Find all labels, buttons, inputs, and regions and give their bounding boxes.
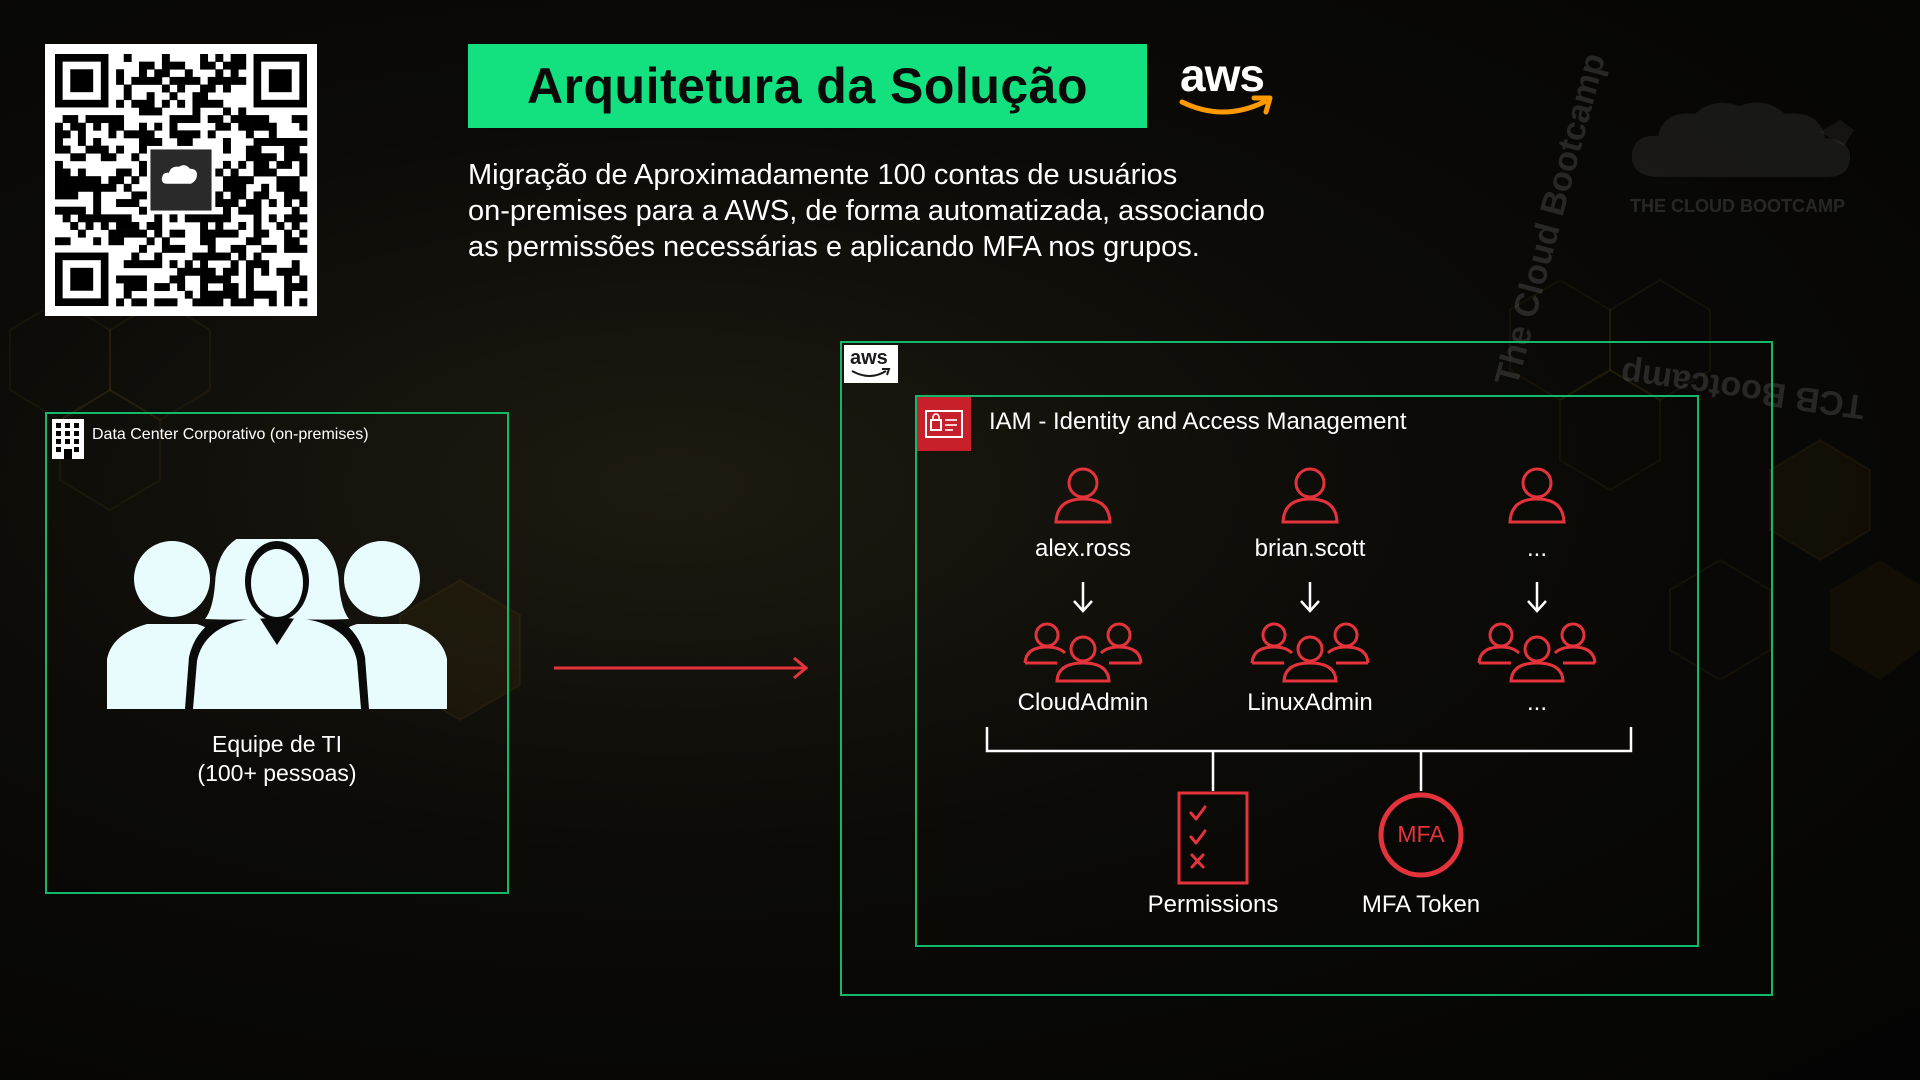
cloud-logo-icon bbox=[1631, 102, 1854, 178]
user-name-label: brian.scott bbox=[1254, 535, 1366, 562]
user-icon bbox=[1281, 467, 1339, 524]
team-label-line2: (100+ pessoas) bbox=[197, 760, 357, 786]
aws-logo: aws bbox=[1176, 48, 1276, 124]
group-name-label: CloudAdmin bbox=[1017, 689, 1149, 716]
qr-code-icon bbox=[55, 54, 308, 307]
aws-cloud-badge: aws bbox=[844, 345, 898, 383]
office-building-icon bbox=[52, 419, 84, 459]
user-name-label: ... bbox=[1526, 535, 1547, 562]
migration-arrow-icon bbox=[554, 656, 809, 680]
page-title: Arquitetura da Solução bbox=[526, 58, 1089, 114]
mfa-icon-text: MFA bbox=[1397, 821, 1445, 847]
user-group-icon bbox=[1477, 622, 1597, 683]
mfa-token-label: MFA Token bbox=[1361, 891, 1481, 918]
datacenter-box: Data Center Corporativo (on-premises) Eq… bbox=[45, 412, 509, 894]
iam-connector-lines bbox=[985, 582, 1633, 791]
subtitle-line: as permissões necessárias e aplicando MF… bbox=[468, 231, 1200, 263]
subtitle-line: Migração de Aproximadamente 100 contas d… bbox=[468, 159, 1178, 191]
team-label-line1: Equipe de TI bbox=[211, 731, 342, 757]
user-icon bbox=[1054, 467, 1112, 524]
iam-title: IAM - Identity and Access Management bbox=[989, 408, 1407, 435]
aws-badge-text: aws bbox=[850, 347, 888, 369]
group-name-label: LinuxAdmin bbox=[1247, 689, 1373, 716]
qr-code[interactable] bbox=[45, 44, 317, 316]
aws-smile-icon bbox=[1179, 95, 1273, 115]
watermark-cloud-bootcamp: THE CLOUD BOOTCAMP bbox=[1630, 196, 1845, 216]
title-banner: Arquitetura da Solução bbox=[468, 44, 1147, 128]
team-label: Equipe de TI (100+ pessoas) bbox=[47, 730, 507, 788]
watermark-diagonal-text: The Cloud Bootcamp bbox=[1487, 49, 1614, 390]
aws-logo-text: aws bbox=[1180, 49, 1265, 101]
aws-badge-smile-icon bbox=[851, 368, 891, 377]
iam-box: IAM - Identity and Access Management ale… bbox=[915, 395, 1699, 947]
mfa-circle-icon bbox=[1378, 792, 1464, 878]
mfa-token-icon: MFA bbox=[1377, 791, 1465, 879]
watermark-logo: THE CLOUD BOOTCAMP bbox=[1620, 92, 1880, 222]
iam-icon bbox=[917, 397, 971, 451]
user-group-icon bbox=[1023, 622, 1143, 683]
user-icon bbox=[1508, 467, 1566, 524]
user-name-label: alex.ross bbox=[1034, 535, 1132, 562]
group-name-label: ... bbox=[1526, 689, 1547, 716]
user-group-icon bbox=[107, 539, 447, 709]
datacenter-label: Data Center Corporativo (on-premises) bbox=[92, 426, 369, 443]
user-group-icon bbox=[1250, 622, 1370, 683]
permissions-label: Permissions bbox=[1147, 891, 1279, 918]
iam-id-card-icon bbox=[925, 410, 963, 438]
checklist-icon bbox=[1177, 791, 1249, 885]
subtitle-line: on-premises para a AWS, de forma automat… bbox=[468, 195, 1265, 227]
subtitle: Migração de Aproximadamente 100 contas d… bbox=[468, 157, 1428, 265]
aws-cloud-box: aws IAM - Identity and Access Management bbox=[840, 341, 1773, 996]
